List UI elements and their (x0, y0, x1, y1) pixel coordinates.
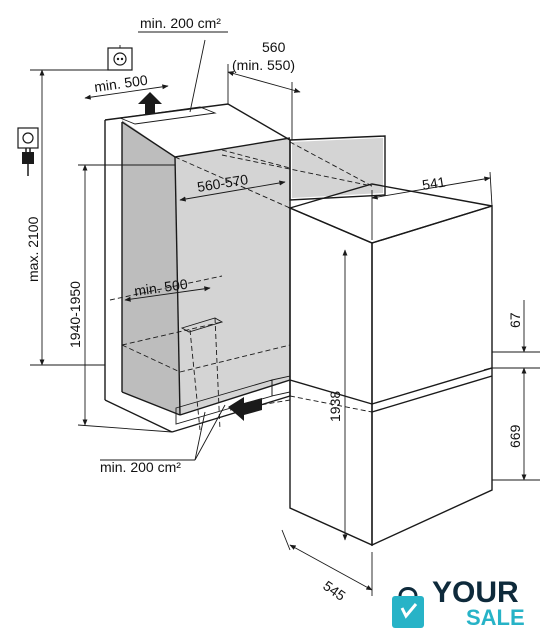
width-top-label: min. 500 (93, 72, 149, 95)
vent-bottom-label: min. 200 cm² (100, 459, 181, 475)
open-door-panel (289, 135, 386, 201)
arrow-left-icon (228, 397, 262, 421)
logo-word: YOUR (432, 576, 519, 609)
gap-upper-label: 67 (507, 312, 523, 328)
niche-inner-width-label: min. 500 (133, 276, 189, 299)
dimension-lines (30, 39, 540, 596)
appliance-width-label: 541 (421, 173, 447, 192)
niche-height-label: 1940-1950 (67, 281, 83, 348)
plug-icon (17, 127, 39, 176)
logo-sub: SALE (466, 605, 525, 630)
niche-width-label: 560-570 (196, 171, 249, 195)
appliance-height-label: 1938 (327, 391, 343, 422)
niche-cabinet (104, 103, 291, 433)
arrow-up-icon (138, 92, 162, 114)
shopping-bag-icon (392, 587, 424, 628)
socket-icon (107, 47, 133, 71)
appliance-depth-label: 545 (320, 577, 348, 604)
depth-top-label: 560 (262, 39, 286, 55)
gap-lower-label: 669 (507, 424, 523, 448)
vent-top-label: min. 200 cm² (140, 15, 221, 31)
depth-top-min-label: (min. 550) (232, 57, 295, 73)
brand-logo: YOUR SALE (388, 578, 548, 634)
max-height-label: max. 2100 (25, 216, 41, 282)
